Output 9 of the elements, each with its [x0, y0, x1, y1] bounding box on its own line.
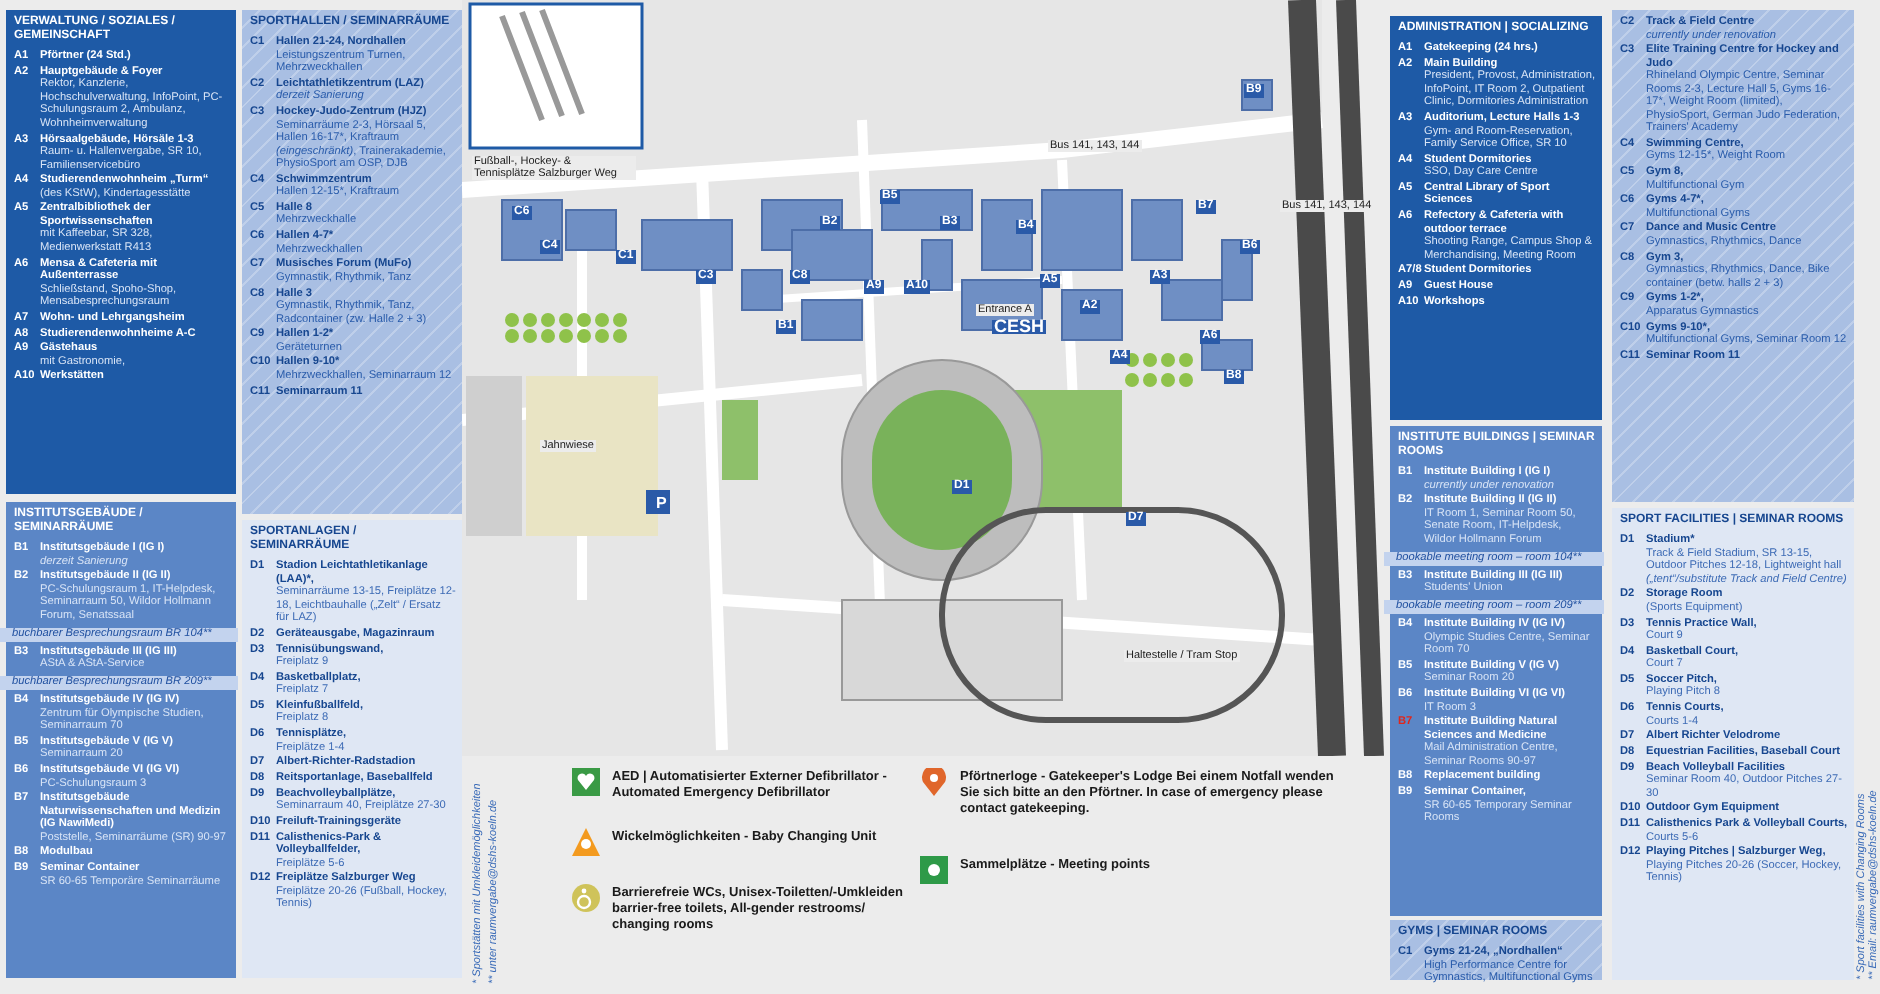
map-label: P	[654, 496, 669, 510]
info-panel	[6, 10, 236, 494]
info-panel	[1612, 10, 1854, 502]
info-panel	[1390, 16, 1602, 420]
info-panel	[6, 502, 236, 978]
info-panel	[242, 10, 462, 514]
map-label: CESH	[992, 320, 1047, 334]
info-panel	[1390, 920, 1602, 980]
info-panel	[1390, 426, 1602, 916]
